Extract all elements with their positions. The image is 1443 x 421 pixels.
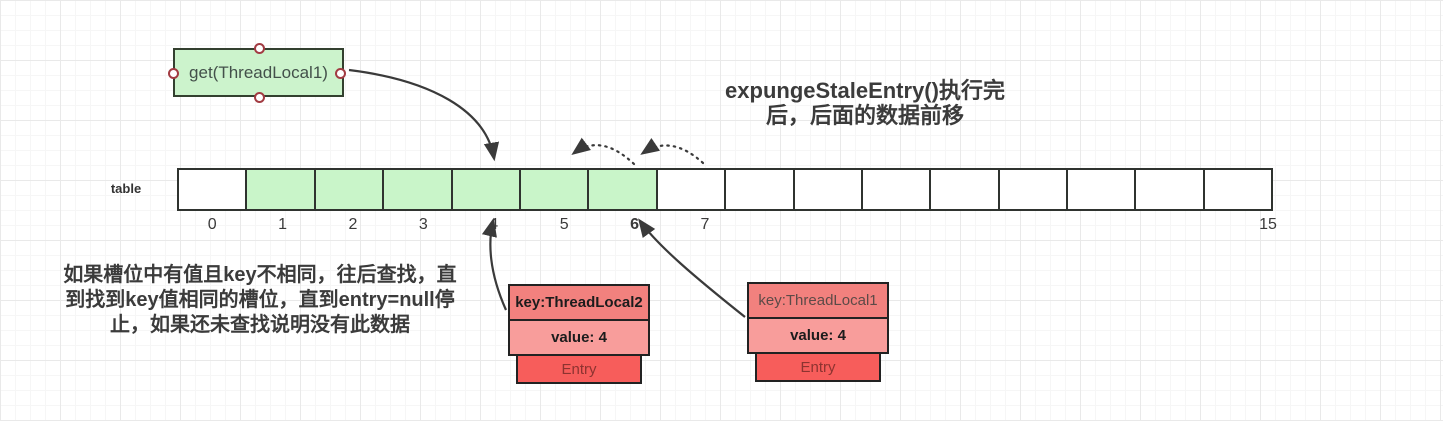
arrow-entry2-to-slot4	[481, 217, 508, 311]
index-label-5: 5	[559, 216, 569, 233]
table-cell-9[interactable]	[792, 168, 863, 211]
index-label-10	[881, 216, 951, 234]
index-label-15: 15	[1259, 216, 1277, 233]
entry2-key-label: key:ThreadLocal2	[515, 294, 643, 311]
table-cell-15[interactable]	[1202, 168, 1274, 211]
table-cell-10[interactable]	[860, 168, 932, 211]
get-threadlocal1-box[interactable]: get(ThreadLocal1)	[168, 43, 346, 103]
dotted-arc-7-to-6	[640, 137, 705, 165]
index-label-11	[951, 216, 1021, 234]
index-label-3: 3	[418, 216, 428, 233]
table-cell-3[interactable]	[382, 168, 453, 211]
title-line-1: expungeStaleEntry()执行完	[725, 78, 1005, 103]
entry1-value-label: value: 4	[790, 327, 846, 344]
index-label-7: 7	[700, 216, 710, 233]
title-line-2: 后，后面的数据前移	[765, 103, 964, 128]
entry-box-threadlocal2[interactable]: key:ThreadLocal2 value: 4 Entry	[508, 284, 650, 384]
diagram-title: expungeStaleEntry()执行完 后，后面的数据前移	[695, 78, 1035, 128]
table-cell-2[interactable]	[313, 168, 385, 211]
table-cell-13[interactable]	[1066, 168, 1137, 211]
entry2-entry-tab[interactable]: Entry	[516, 354, 642, 384]
table-cell-0[interactable]	[177, 168, 248, 211]
entry1-entry-tab[interactable]: Entry	[755, 352, 881, 382]
arrow-entry1-to-slot6	[638, 218, 746, 318]
index-labels: 0 1 2 3 4 5 6 7 15	[177, 216, 1303, 234]
table-cell-1[interactable]	[245, 168, 316, 211]
hash-table-array	[177, 168, 1274, 211]
entry2-key-row[interactable]: key:ThreadLocal2	[508, 284, 650, 321]
note-line-1: 如果槽位中有值且key不相同，往后查找，直	[63, 264, 457, 286]
handle-left-icon[interactable]	[168, 68, 179, 79]
index-label-8	[740, 216, 810, 234]
handle-right-icon[interactable]	[335, 68, 346, 79]
table-label: table	[110, 181, 142, 196]
entry-box-threadlocal1[interactable]: key:ThreadLocal1 value: 4 Entry	[747, 282, 889, 382]
index-label-6: 6	[630, 216, 639, 233]
table-cell-8[interactable]	[724, 168, 795, 211]
index-label-9	[811, 216, 881, 234]
entry1-key-row[interactable]: key:ThreadLocal1	[747, 282, 889, 319]
entry2-value-label: value: 4	[551, 329, 607, 346]
index-label-1: 1	[278, 216, 288, 233]
index-label-12	[1022, 216, 1092, 234]
table-cell-11[interactable]	[929, 168, 1000, 211]
table-cell-14[interactable]	[1134, 168, 1205, 211]
entry2-entry-label: Entry	[561, 360, 597, 378]
index-label-4: 4	[489, 216, 499, 233]
table-cell-7[interactable]	[655, 168, 727, 211]
entry1-entry-label: Entry	[800, 358, 836, 376]
note-line-3: 止，如果还未查找说明没有此数据	[110, 314, 410, 336]
index-label-0: 0	[207, 216, 217, 233]
handle-bottom-icon[interactable]	[254, 92, 265, 103]
arrow-get-to-slot4	[348, 68, 500, 162]
table-cell-12[interactable]	[997, 168, 1069, 211]
lookup-note: 如果槽位中有值且key不相同，往后查找，直 到找到key值相同的槽位，直到ent…	[35, 263, 485, 338]
dotted-arc-6-to-5	[571, 137, 636, 166]
index-label-13	[1092, 216, 1162, 234]
index-label-2: 2	[348, 216, 358, 233]
table-cell-6[interactable]	[587, 168, 658, 211]
get-box-label: get(ThreadLocal1)	[189, 62, 328, 82]
table-cell-4[interactable]	[450, 168, 521, 211]
entry2-value-row[interactable]: value: 4	[508, 319, 650, 356]
note-line-2: 到找到key值相同的槽位，直到entry=null停	[65, 289, 455, 311]
table-cell-5[interactable]	[518, 168, 590, 211]
index-label-14	[1162, 216, 1232, 234]
handle-top-icon[interactable]	[254, 43, 265, 54]
entry1-key-label: key:ThreadLocal1	[758, 292, 878, 309]
entry1-value-row[interactable]: value: 4	[747, 317, 889, 354]
